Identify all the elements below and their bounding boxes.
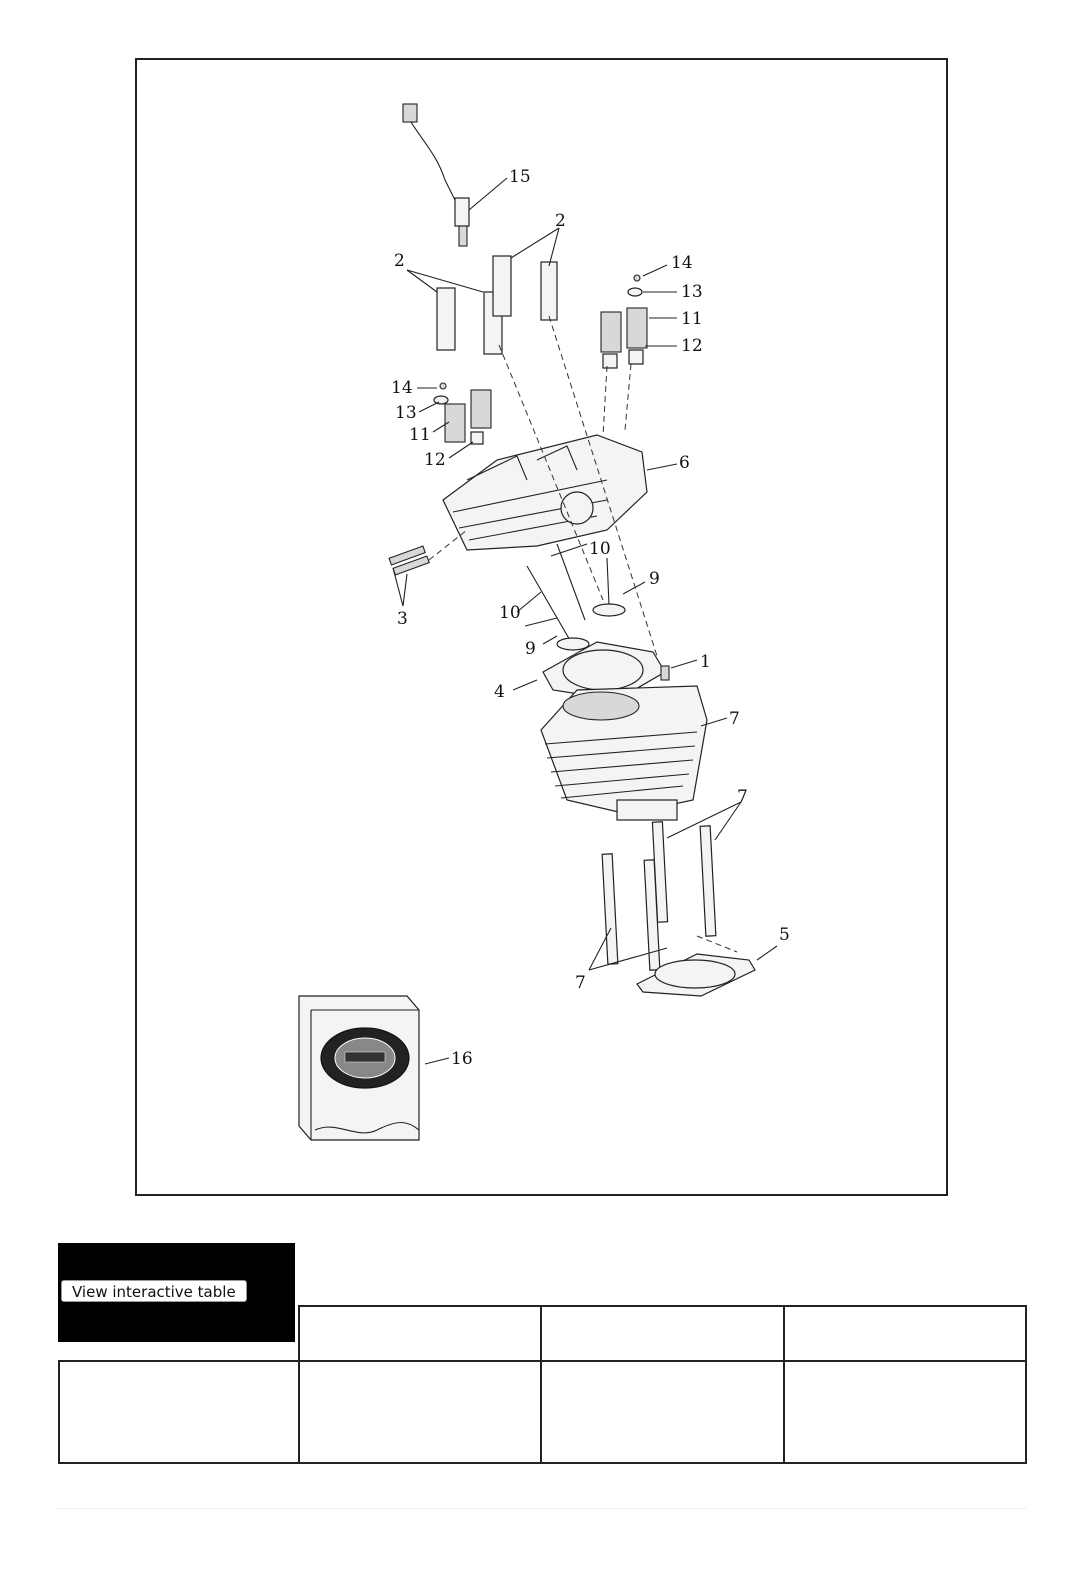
table-header-cell	[298, 1305, 543, 1362]
dowel-pins-part	[388, 545, 430, 576]
table-cell	[57, 1360, 301, 1464]
cylinder-head-part	[442, 434, 648, 551]
table-header-cell	[59, 1306, 301, 1362]
table-header-row	[59, 1305, 1028, 1362]
callout-10-top: 10	[589, 539, 611, 559]
parts-diagram-frame: 15 2 2 14 13 11 12	[135, 58, 948, 1196]
callout-16: 16	[451, 1049, 473, 1069]
callout-12-right: 12	[681, 336, 703, 356]
valve-spring-set-right	[600, 274, 648, 369]
parts-table	[57, 1305, 1028, 1464]
callout-6: 6	[679, 453, 690, 473]
callout-2-right: 2	[555, 211, 566, 231]
callout-1: 1	[700, 652, 711, 672]
callout-12-left: 12	[424, 450, 446, 470]
callout-5: 5	[779, 925, 790, 945]
callout-2-left: 2	[394, 251, 405, 271]
callout-9-right: 9	[649, 569, 660, 589]
exploded-parts-diagram: 15 2 2 14 13 11 12	[298, 103, 790, 1141]
callout-13-right: 13	[681, 282, 703, 302]
callout-14-left: 14	[391, 378, 413, 398]
callout-7-bottom: 7	[575, 973, 586, 993]
table-cell	[298, 1360, 543, 1464]
genuine-parts-box	[298, 995, 420, 1141]
valves-part	[524, 543, 626, 651]
assembly-line	[428, 529, 468, 561]
assembly-line	[624, 363, 632, 431]
table-cell	[540, 1360, 785, 1464]
callout-7-top: 7	[737, 787, 748, 807]
valve-spring-set-left	[433, 382, 492, 445]
callout-11-left: 11	[409, 425, 431, 445]
table-header-cell	[782, 1305, 1028, 1362]
callout-8: 7	[729, 709, 740, 729]
divider	[58, 1508, 1027, 1509]
assembly-line	[498, 344, 604, 601]
cylinder-part	[540, 685, 708, 821]
callout-13-left: 13	[395, 403, 417, 423]
assembly-line	[696, 935, 738, 953]
base-gasket-part	[636, 953, 756, 997]
callout-10-bottom: 10	[499, 603, 521, 623]
table-cell	[782, 1360, 1028, 1464]
table-row	[57, 1360, 1028, 1464]
pushrod-tubes-part	[436, 255, 558, 355]
callout-11-right: 11	[681, 309, 703, 329]
callout-15: 15	[509, 167, 531, 187]
view-interactive-table-button[interactable]: View interactive table	[61, 1280, 247, 1302]
callout-3: 3	[397, 609, 408, 629]
callout-9-left: 9	[525, 639, 536, 659]
dowel-part	[660, 665, 670, 681]
assembly-line	[602, 365, 608, 437]
callout-14-right: 14	[671, 253, 693, 273]
cylinder-studs-part	[601, 821, 717, 971]
table-header-cell	[540, 1305, 785, 1362]
oxygen-sensor-part	[402, 103, 470, 247]
head-gasket-part	[542, 641, 666, 701]
callout-4: 4	[494, 682, 505, 702]
